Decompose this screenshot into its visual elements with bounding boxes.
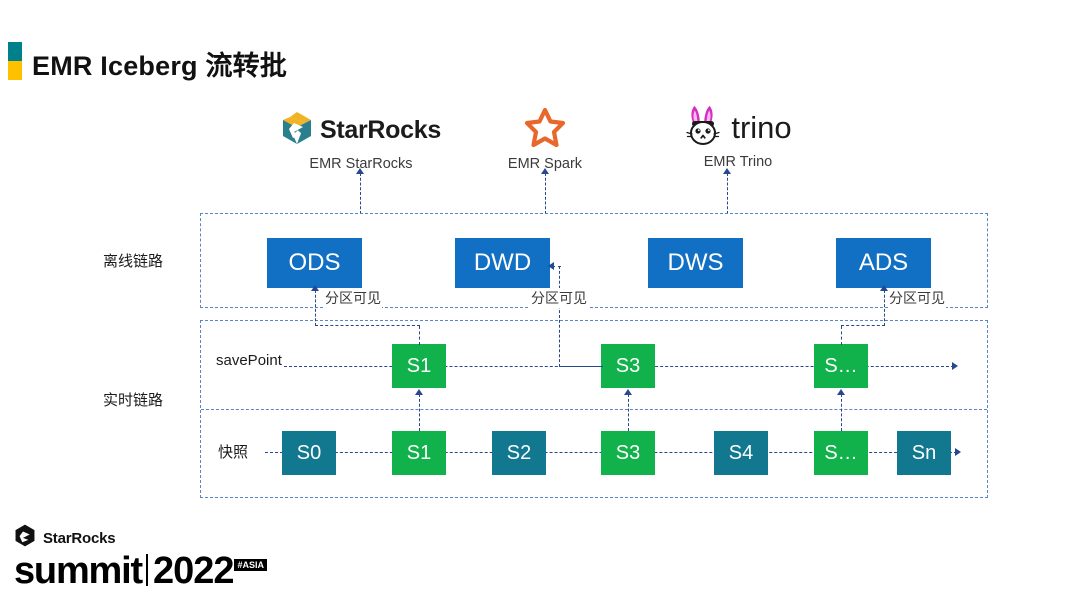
node-ods-label: ODS [288, 249, 341, 276]
page-title: EMR Iceberg 流转批 [32, 51, 288, 81]
savepoint-node-s1[interactable]: S1 [392, 344, 446, 388]
connector-s3-to-dwd-arrowhead [548, 262, 554, 270]
engine-caption-spark: EMR Spark [507, 156, 583, 172]
connector-snapshot-s1-arrowhead [415, 389, 423, 395]
arrow-dwd-to-spark [545, 173, 546, 214]
snapshot-node-s2[interactable]: S2 [492, 431, 546, 475]
snapshot-node-s0-label: S0 [296, 441, 322, 464]
snapshot-node-s4-label: S4 [728, 441, 754, 464]
node-dwd-label: DWD [473, 249, 532, 276]
node-ods[interactable]: ODS [267, 238, 362, 288]
connector-sdots-to-ads-vertical-right [884, 290, 885, 326]
snapshot-node-s4[interactable]: S4 [714, 431, 768, 475]
connector-snapshot-sdots-to-savepoint-sdots [841, 394, 842, 431]
connector-s3-to-dwd-vertical [559, 266, 560, 367]
node-dws[interactable]: DWS [648, 238, 743, 288]
engine-starrocks: StarRocks EMR StarRocks [276, 108, 446, 172]
title-accent-teal [8, 42, 22, 61]
edge-label-partition-visible-3: 分区可见 [888, 288, 946, 308]
connector-s1-to-ods-arrowhead [311, 285, 319, 291]
offline-chain-container [200, 213, 988, 308]
trino-wordmark: trino [731, 110, 792, 145]
engine-trino: trino EMR Trino [664, 105, 812, 170]
title-accent-yellow [8, 61, 22, 80]
footer-year: 2022 [152, 550, 235, 592]
starrocks-footer-icon [14, 524, 36, 552]
snapshot-track-arrow [955, 448, 961, 456]
footer-summit: summit [14, 550, 143, 592]
starrocks-wordmark: StarRocks [320, 115, 441, 144]
snapshot-node-s2-label: S2 [506, 441, 532, 464]
savepoint-node-sdots-label: S… [824, 354, 858, 377]
savepoint-track-arrow [952, 362, 958, 370]
snapshot-node-sdots-label: S… [824, 441, 858, 464]
savepoint-node-sdots[interactable]: S… [814, 344, 868, 388]
connector-sdots-to-ads-arrowhead [880, 285, 888, 291]
connector-snapshot-sdots-arrowhead [837, 389, 845, 395]
arrow-ads-to-trino [727, 173, 728, 214]
savepoint-node-s3[interactable]: S3 [601, 344, 655, 388]
savepoint-node-s1-label: S1 [406, 354, 432, 377]
arrow-dwd-to-spark-head [541, 168, 549, 174]
savepoint-row-label: savePoint [216, 352, 282, 369]
connector-snapshot-s3-to-savepoint-s3 [628, 394, 629, 431]
connector-sdots-to-ads-horizontal [841, 325, 885, 326]
connector-s3-to-dwd-entry [552, 266, 561, 267]
savepoint-node-s3-label: S3 [615, 354, 641, 377]
edge-label-partition-visible-2: 分区可见 [530, 288, 588, 308]
snapshot-node-sdots[interactable]: S… [814, 431, 868, 475]
node-dws-label: DWS [667, 249, 724, 276]
connector-snapshot-s1-to-savepoint-s1 [419, 394, 420, 431]
connector-s3-to-dwd-horizontal [559, 366, 603, 367]
snapshot-node-s0[interactable]: S0 [282, 431, 336, 475]
footer-brand: StarRocks [43, 529, 116, 547]
trino-rabbit-icon [684, 105, 722, 151]
connector-s1-to-ods-horizontal [315, 325, 420, 326]
connector-snapshot-s3-arrowhead [624, 389, 632, 395]
starrocks-hexagon-icon [281, 111, 313, 150]
arrow-ads-to-trino-head [723, 168, 731, 174]
connector-s1-to-ods-vertical-right [419, 326, 420, 345]
snapshot-node-s1[interactable]: S1 [392, 431, 446, 475]
arrow-ods-to-starrocks [360, 173, 361, 214]
connector-s1-to-ods-vertical-left [315, 290, 316, 326]
realtime-chain-divider [201, 409, 987, 410]
snapshot-node-s1-label: S1 [406, 441, 432, 464]
engine-caption-trino: EMR Trino [703, 154, 773, 170]
footer-region-badge: #ASIA [234, 559, 267, 572]
footer-logo: StarRocks summit 2022 #ASIA [14, 524, 267, 592]
snapshot-row-label: 快照 [218, 444, 249, 461]
spark-star-icon [523, 107, 567, 154]
arrow-ods-to-starrocks-head [356, 168, 364, 174]
title-accent-mark [8, 42, 22, 80]
snapshot-node-s3-label: S3 [615, 441, 641, 464]
snapshot-node-s3[interactable]: S3 [601, 431, 655, 475]
node-ads-label: ADS [858, 249, 909, 276]
offline-chain-label: 离线链路 [103, 253, 164, 270]
realtime-chain-container [200, 320, 988, 498]
node-ads[interactable]: ADS [836, 238, 931, 288]
engine-caption-starrocks: EMR StarRocks [309, 156, 413, 172]
connector-sdots-to-ads-vertical-left [841, 326, 842, 345]
footer-divider [145, 554, 148, 587]
edge-label-partition-visible-1: 分区可见 [324, 288, 382, 308]
realtime-chain-label: 实时链路 [103, 392, 164, 409]
snapshot-node-sn-label: Sn [911, 441, 937, 464]
engine-spark: EMR Spark [476, 107, 614, 172]
node-dwd[interactable]: DWD [455, 238, 550, 288]
snapshot-node-sn[interactable]: Sn [897, 431, 951, 475]
